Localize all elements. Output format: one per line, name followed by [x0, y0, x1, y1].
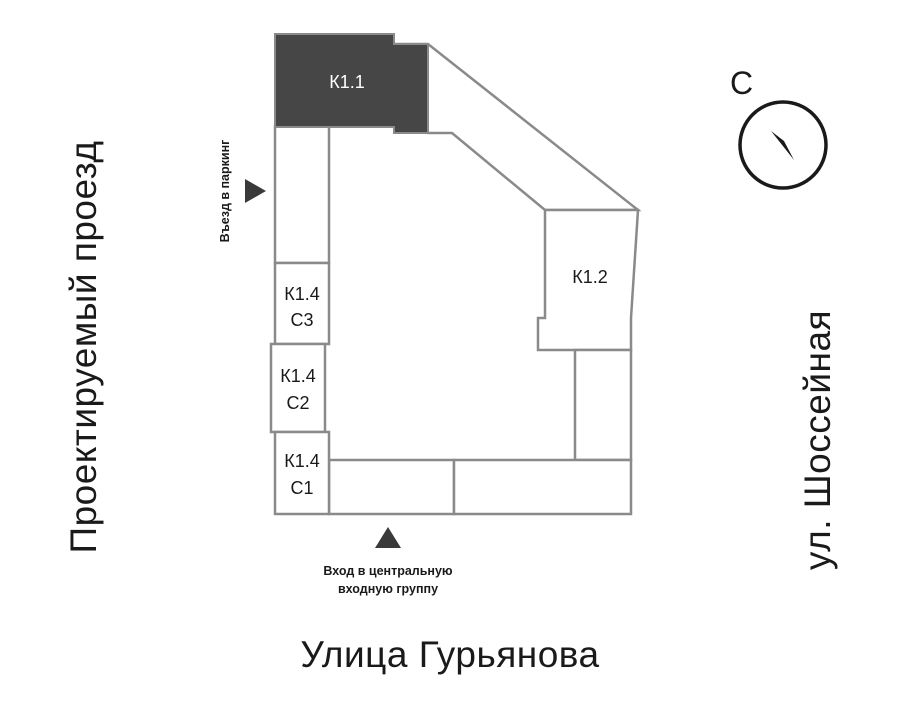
label-k14-c2-line1: К1.4: [280, 366, 316, 386]
central-entrance-arrow-icon: [375, 527, 401, 548]
central-entrance-label-line1: Вход в центральную: [323, 564, 453, 578]
parking-entrance-label: Въезд в паркинг: [218, 139, 232, 243]
label-k14-c3-line2: С3: [290, 310, 313, 330]
building-bottom-block-right: [452, 458, 633, 516]
street-label-right: ул. Шоссейная: [797, 309, 838, 571]
central-entrance-label: Вход в центральную входную группу: [323, 562, 452, 598]
compass-icon: [738, 100, 828, 190]
parking-entrance-arrow-icon: [245, 179, 266, 203]
building-left-wing: [273, 124, 331, 265]
building-k14-c2: [269, 342, 327, 434]
building-connector-diagonal: [392, 42, 642, 212]
label-k14-c1-line1: К1.4: [284, 451, 320, 471]
compass-needle-icon: [771, 131, 794, 160]
label-k14-c3-line1: К1.4: [284, 284, 320, 304]
street-label-bottom: Улица Гурьянова: [300, 634, 600, 675]
street-label-left: Проектируемый проезд: [63, 140, 104, 554]
label-k14-c1-line2: С1: [290, 478, 313, 498]
label-k12: К1.2: [572, 267, 608, 287]
label-k11: К1.1: [329, 72, 365, 92]
compass-north-label: С: [730, 65, 754, 101]
building-bottom-block-left: [327, 458, 456, 516]
central-entrance-label-line2: входную группу: [337, 582, 439, 596]
building-k14-c1: [273, 430, 331, 516]
label-k14-c2-line2: С2: [286, 393, 309, 413]
building-right-wing: [573, 348, 633, 462]
building-k11: [274, 33, 429, 134]
